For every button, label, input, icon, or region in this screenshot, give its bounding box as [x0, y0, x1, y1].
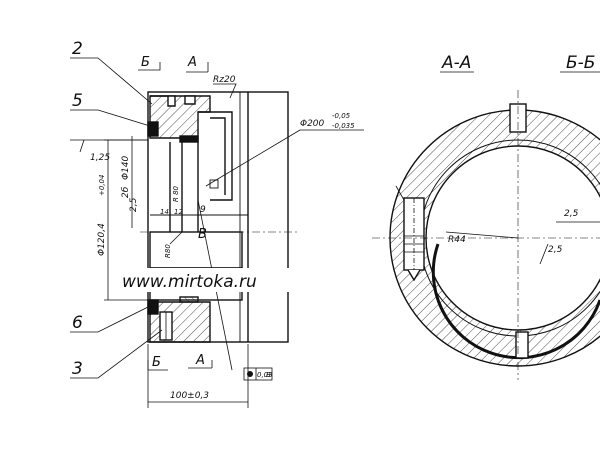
small-dim-14: 14	[160, 208, 169, 216]
diameter-140-prefix: 2б	[121, 186, 131, 198]
watermark-backdrop	[118, 268, 314, 292]
diameter-200-tol-upper: -0,05	[332, 112, 351, 120]
radius-80-b: R80	[164, 244, 172, 258]
small-dim-12: 12	[174, 208, 183, 216]
width-dimension: 100±0,3	[170, 391, 209, 401]
tolerance-symbol-icon	[247, 371, 253, 377]
upper-hatched-section	[149, 95, 211, 139]
seal-ring-top	[147, 121, 159, 137]
section-b-bottom: Б	[152, 355, 161, 370]
dim-2-5-left: 2,5	[129, 197, 139, 212]
section-a-top: А	[187, 55, 197, 70]
radius-80-a: R 80	[172, 185, 180, 202]
view-title-aa: А-А	[441, 53, 471, 73]
diameter-200-tol-lower: -0,035	[332, 122, 355, 130]
diameter-120-label: Φ120,4	[97, 223, 107, 256]
tolerance-value: 0,03	[257, 371, 273, 379]
roughness-label: Rz20	[213, 75, 236, 85]
tolerance-reference: В	[266, 371, 271, 379]
body-outline	[147, 91, 289, 343]
seal-ring-bottom	[147, 299, 159, 315]
lower-hatched-section	[149, 301, 211, 343]
part-number-2: 2	[72, 39, 83, 59]
dim-2-5-b: 2,5	[548, 245, 563, 255]
dimension-lines	[70, 57, 364, 408]
small-dim-9: 9	[200, 205, 206, 215]
section-b-top: Б	[141, 55, 150, 70]
part-number-6: 6	[72, 313, 83, 333]
section-a-bottom: А	[195, 353, 205, 368]
key-slot-bottom	[515, 331, 529, 359]
dim-2-5-a: 2,5	[564, 209, 579, 219]
diameter-200-label: Φ200	[300, 119, 325, 129]
diameter-120-tol: +0,04	[98, 175, 106, 196]
part-number-3: 3	[72, 359, 83, 379]
dim-1-25: 1,25	[90, 153, 110, 163]
view-title-bb: Б-Б	[566, 53, 595, 73]
part-number-5: 5	[72, 91, 83, 111]
circular-dims	[395, 71, 600, 265]
watermark-text: www.mirtoka.ru	[122, 272, 257, 292]
side-section-view	[140, 91, 300, 343]
reference-v: В	[198, 227, 207, 242]
circular-section-view	[372, 90, 600, 380]
diameter-140-label: Φ140	[121, 155, 131, 180]
radius-44-label: R44	[448, 235, 466, 245]
